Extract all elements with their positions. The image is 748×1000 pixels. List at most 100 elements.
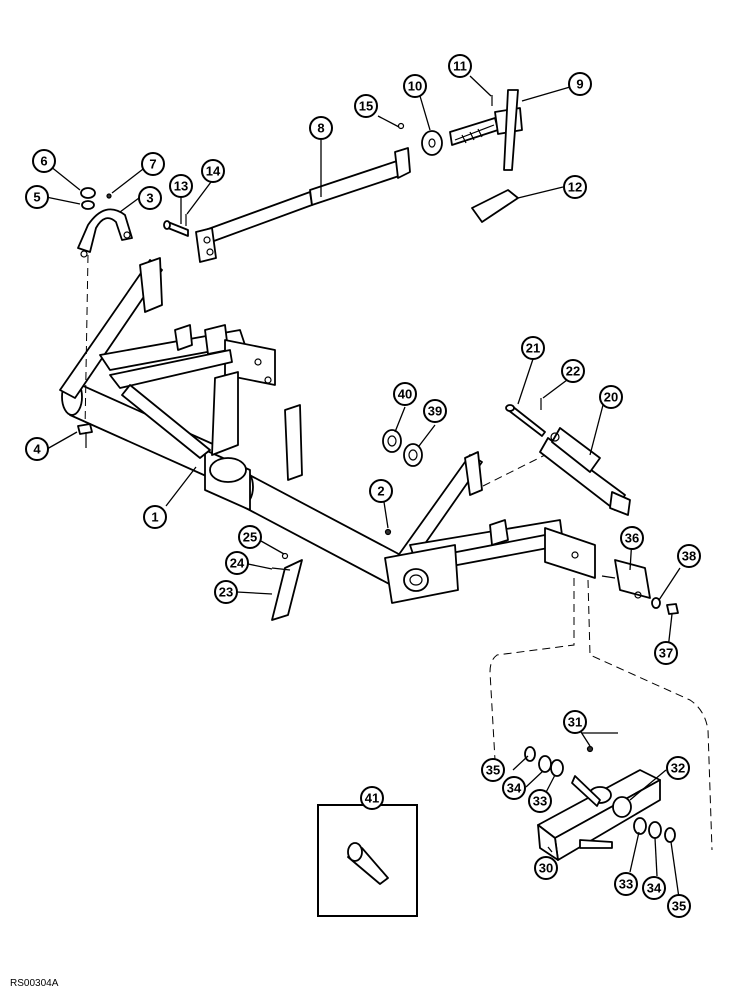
callout-label: 31 [568,715,582,730]
callout-label: 30 [539,861,553,876]
callout-7: 7 [141,152,165,176]
main-frame [59,257,596,604]
callout-label: 35 [672,899,686,914]
callout-33: 33 [528,789,552,813]
bushing-39 [403,443,423,467]
clevis-pin [163,220,189,237]
callout-9: 9 [568,72,592,96]
callout-10: 10 [403,74,427,98]
callout-label: 39 [428,404,442,419]
axle-beam [537,732,661,861]
callout-25: 25 [238,525,262,549]
callout-label: 25 [243,530,257,545]
hydraulic-cylinder [539,427,631,516]
callout-label: 7 [149,157,156,172]
callout-label: 35 [486,763,500,778]
callout-33-right: 33 [614,872,638,896]
callout-label: 21 [526,341,540,356]
callout-label: 38 [682,549,696,564]
reference-code: RS00304A [10,978,59,989]
callout-label: 41 [365,791,379,806]
callout-13: 13 [169,174,193,198]
callout-2: 2 [369,479,393,503]
callout-label: 40 [398,387,412,402]
callout-label: 20 [604,390,618,405]
callout-8: 8 [309,116,333,140]
callout-5: 5 [25,185,49,209]
callout-label: 22 [566,364,580,379]
bolt-37 [666,603,679,615]
callout-34: 34 [502,776,526,800]
callout-1: 1 [143,505,167,529]
callout-label: 6 [40,154,47,169]
hex-bolt [77,423,93,448]
callout-23: 23 [214,580,238,604]
axle-block [601,559,651,599]
callout-35: 35 [481,758,505,782]
callout-label: 9 [576,77,583,92]
callout-24: 24 [225,551,249,575]
callout-label: 14 [206,164,221,179]
inset-box [317,804,418,917]
seal-33-right [633,817,647,835]
callout-37: 37 [654,641,678,665]
callout-label: 10 [408,79,422,94]
screw-handle [449,89,523,171]
callout-label: 5 [33,190,40,205]
grease-fitting-2 [384,528,392,536]
seal-33-left [550,759,564,777]
cover-plate [471,189,519,223]
callout-label: 8 [317,121,324,136]
callout-40: 40 [393,382,417,406]
callout-22: 22 [561,359,585,383]
jack-tube [195,147,411,263]
small-pin [106,193,112,199]
grease-fitting-31 [586,745,594,753]
callout-34-right: 34 [642,876,666,900]
callout-label: 4 [33,442,41,457]
callout-32: 32 [666,756,690,780]
callout-label: 1 [151,510,158,525]
callout-21: 21 [521,336,545,360]
callout-label: 36 [625,531,639,546]
callout-39: 39 [423,399,447,423]
wear-plate [271,559,303,621]
callout-4: 4 [25,437,49,461]
callout-15: 15 [354,94,378,118]
callout-20: 20 [599,385,623,409]
callout-label: 13 [174,179,188,194]
callout-label: 11 [453,59,467,74]
washer-35-left [524,746,536,762]
callout-label: 15 [359,99,373,114]
callout-11: 11 [448,54,472,78]
callout-label: 34 [647,881,662,896]
washer-35-right [664,827,676,843]
callout-label: 12 [568,180,582,195]
tube-bracket [77,208,133,258]
callout-3: 3 [138,186,162,210]
callout-30: 30 [534,856,558,880]
callout-label: 24 [230,556,245,571]
grease-fitting-15 [397,122,405,130]
callout-12: 12 [563,175,587,199]
cylinder-pin [505,404,546,437]
callout-31: 31 [563,710,587,734]
callout-6: 6 [32,149,56,173]
callout-label: 33 [619,877,633,892]
callout-14: 14 [201,159,225,183]
callout-label: 32 [671,761,685,776]
bearing-34-left [538,755,552,773]
bushing-32 [612,796,632,818]
hex-nut [80,187,96,199]
lock-washer [81,200,95,210]
washer-large [421,130,443,156]
bearing-34-right [648,821,662,839]
washer-38 [651,597,661,609]
callout-label: 37 [659,646,673,661]
bushing-40 [382,429,402,453]
bolt-24 [271,567,291,571]
callout-label: 33 [533,794,547,809]
callout-label: 2 [377,484,384,499]
callout-label: 23 [219,585,233,600]
